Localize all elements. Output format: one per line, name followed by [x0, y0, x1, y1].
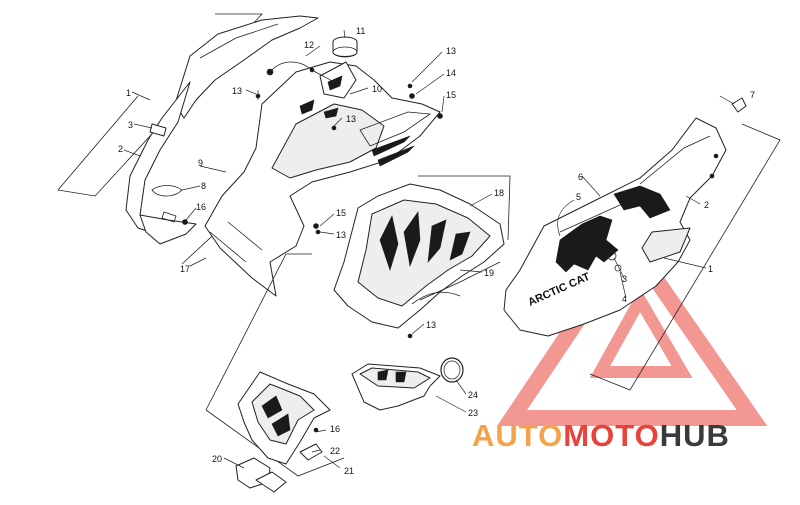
watermark-part-auto: AUTO	[472, 418, 564, 453]
callout-10: 10	[372, 84, 382, 94]
watermark-part-moto: MOTO	[563, 418, 660, 453]
left-grommet-8	[151, 185, 183, 197]
watermark-part-hub: HUB	[659, 418, 730, 453]
right-side-panel-group: ARCTIC CAT	[503, 97, 781, 391]
watermark-text: AUTOMOTOHUB	[472, 416, 796, 456]
decal-5	[555, 215, 619, 273]
callout-2-left: 2	[118, 144, 123, 154]
callout-16-left: 16	[196, 202, 206, 212]
decal-panel	[641, 227, 691, 263]
clip-15-b	[313, 223, 319, 229]
lower-grille-group	[205, 253, 345, 493]
screw-13-e	[407, 333, 413, 339]
left-lower-panel	[139, 214, 197, 245]
decal-6	[613, 185, 671, 219]
fastener-3	[607, 251, 617, 261]
callout-13-c: 13	[446, 46, 456, 56]
callout-11: 11	[356, 26, 365, 36]
hood-9	[204, 61, 441, 297]
callout-13-e: 13	[426, 320, 436, 330]
callout-19: 19	[484, 268, 494, 278]
callout-8: 8	[201, 181, 206, 191]
callout-22: 22	[330, 446, 340, 456]
grille-frame-top	[205, 253, 312, 411]
callout-6: 6	[578, 172, 583, 182]
left-clip-3	[149, 123, 167, 137]
callout-13-a: 13	[232, 86, 242, 96]
clamp-ring-24	[440, 357, 464, 383]
callout-9: 9	[198, 158, 203, 168]
fastener-7	[731, 97, 747, 113]
callout-16-right: 16	[330, 424, 340, 434]
hood-vent	[271, 103, 385, 179]
callout-1-right: 1	[708, 264, 713, 274]
callout-3-left: 3	[128, 120, 133, 130]
gauge-cap-11	[332, 36, 358, 58]
tray-frame	[418, 175, 511, 241]
leader-lines	[123, 29, 735, 469]
callout-4: 4	[622, 294, 627, 304]
callout-2-right: 2	[704, 200, 709, 210]
callout-20: 20	[212, 454, 222, 464]
right-panel-frame	[589, 123, 781, 391]
screw-13-d	[315, 229, 321, 235]
callout-13-d: 13	[336, 230, 346, 240]
callout-7: 7	[750, 90, 755, 100]
air-intake-group	[351, 357, 464, 411]
callout-15-a: 15	[446, 90, 456, 100]
storage-tray-group	[333, 175, 511, 339]
left-side-panel-2	[125, 81, 191, 233]
fastener-4	[614, 264, 622, 272]
clip-15-a	[437, 113, 443, 119]
left-screw-16	[182, 219, 188, 225]
callout-13-b: 13	[346, 114, 356, 124]
callout-1-left: 1	[126, 88, 131, 98]
right-side-panel-1	[503, 117, 727, 337]
callout-12: 12	[304, 40, 314, 50]
wire-harness-12	[266, 61, 341, 87]
screw-13-b	[407, 83, 413, 89]
grille-frame-bottom	[205, 409, 345, 477]
callout-15-b: 15	[336, 208, 346, 218]
callout-labels: 1 3 2 8 16 9 17 11 12 10 13 13 13 14 15 …	[118, 26, 755, 476]
callout-17: 17	[180, 264, 190, 274]
callout-23: 23	[468, 408, 478, 418]
callout-18: 18	[494, 188, 504, 198]
hood-group	[181, 36, 443, 297]
callout-5: 5	[576, 192, 581, 202]
screw-13-c	[331, 125, 337, 131]
left-panel-frame	[57, 13, 263, 197]
clip-22	[299, 443, 323, 461]
callout-3-right: 3	[622, 274, 627, 284]
callout-24: 24	[468, 390, 478, 400]
left-side-panel-top	[174, 15, 319, 119]
callout-21: 21	[344, 466, 354, 476]
clip-14	[409, 93, 415, 99]
callout-14: 14	[446, 68, 456, 78]
